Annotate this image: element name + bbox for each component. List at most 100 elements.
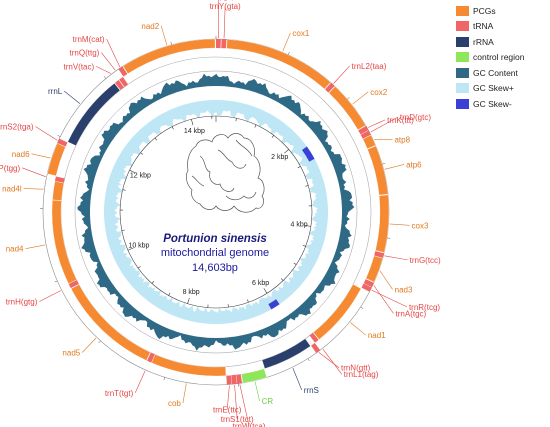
gene-leader-line [182,383,187,404]
outer-tick [307,358,310,362]
gene-label: rrnS [304,386,319,395]
gene-arc [221,39,227,49]
gc-content-track [77,73,355,351]
kbp-tick-label: 4 kbp [290,222,307,229]
gene-arc [365,255,383,283]
genome-subtitle: mitochondrial genome [160,247,270,259]
legend-item: control region [456,50,548,66]
tick-mark [302,244,306,247]
gene-label: cob [168,399,181,408]
gene-leader-line [96,66,111,74]
tick-mark [254,124,257,128]
gene-leader-line [39,290,61,302]
gene-leader-line [35,126,58,141]
tick-mark [168,292,171,296]
legend-label: GC Skew+ [473,83,514,94]
outer-tick [57,135,61,137]
gene-arc [236,374,243,384]
outer-tick [170,41,172,45]
legend-swatch [456,21,469,32]
gene-arc [68,280,79,289]
gene-leader-line [226,385,230,410]
gene-label: atp8 [394,135,410,144]
gene-leader-line [367,119,386,128]
gene-leader-line [82,337,97,353]
gene-leader-line [160,25,168,46]
gene-leader-line [352,91,369,105]
gene-arc [367,145,389,196]
gene-leader-line [31,153,51,159]
gene-arc [51,200,77,284]
tick-mark [271,135,274,138]
tick-mark [137,266,141,269]
legend-label: tRNA [473,21,494,32]
gene-label: nad1 [368,331,386,340]
tick-mark [305,185,309,187]
legend-label: rRNA [473,36,494,47]
gene-label: rrnL [48,87,63,96]
gene-leader-line [292,367,303,391]
gene-arc [151,354,227,377]
gene-label: trnA(tgc) [396,309,427,318]
gene-label: nad5 [62,348,80,357]
tick-mark [154,137,158,141]
legend-label: control region [473,52,525,63]
gene-arc [361,283,372,292]
tick-mark [129,169,136,174]
gc-skew-positive [104,100,328,324]
tick-mark [235,118,237,122]
gene-arc [52,181,64,201]
gene-arc [261,338,311,369]
gene-arc [374,251,385,258]
gc-skew-negative [268,299,280,310]
gene-leader-line [282,32,291,52]
outer-tick [382,163,386,165]
ring-line [119,115,313,309]
gene-leader-line [254,381,260,402]
gene-arc [216,39,221,49]
gene-label: trnS2(tga) [0,123,34,132]
gene-arc [47,143,66,176]
legend-item: GC Content [456,65,548,81]
gene-leader-line [106,38,121,68]
gene-label: nad6 [12,150,30,159]
gene-leader-line [22,167,46,177]
legend-item: rRNA [456,34,548,50]
gene-leader-line [101,52,116,71]
tick-mark [140,152,144,155]
gene-leader-line [234,384,238,419]
outer-tick [98,340,101,344]
gene-arc [362,134,376,149]
gene-leader-line [370,116,399,133]
gene-label: trnG(tcc) [410,256,441,265]
gene-label: CR [262,397,274,406]
legend-label: GC Skew- [473,98,512,109]
gene-arc [309,332,319,343]
gene-leader-line [223,6,226,39]
gene-label: nad3 [395,285,413,294]
kbp-tick-label: 8 kbp [183,289,200,296]
gc-content-profile [77,73,355,351]
tick-mark [297,166,301,169]
tick-mark [293,262,297,265]
kbp-tick-label: 10 kbp [128,242,149,249]
legend-label: GC Content [473,67,518,78]
kbp-tick-label: 14 kbp [184,128,205,135]
tick-mark [122,189,126,191]
legend-swatch [456,52,469,63]
gene-label: trnN(gtt) [341,364,371,373]
gene-arc [363,279,374,288]
gene-label: cox1 [292,29,309,38]
gene-labels: trnC(tgc)trnY(gta)cox1trnL2(taa)cox2trnK… [0,0,441,427]
gene-label: trnY(gta) [210,2,241,11]
legend-item: PCGs [456,3,548,19]
gene-label: cox2 [370,88,387,97]
tick-mark [263,288,268,294]
organism-illustration [186,133,265,213]
outer-tick [163,377,166,381]
kbp-tick-label: 2 kbp [271,154,288,161]
ring-line [74,70,358,354]
gene-leader-line [384,255,408,261]
gene-leader-line [23,188,44,190]
